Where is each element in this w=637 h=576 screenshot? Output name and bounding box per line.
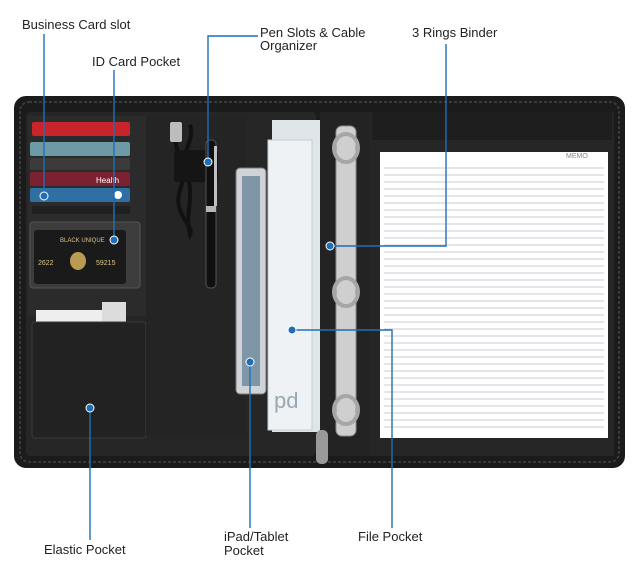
callout-lines bbox=[43, 34, 447, 540]
pen-ring bbox=[206, 206, 216, 212]
business-card-2 bbox=[102, 302, 126, 324]
card-dark bbox=[30, 158, 130, 170]
elastic-pocket-shape bbox=[31, 321, 147, 439]
dot-pen-slots bbox=[203, 157, 213, 167]
label-ipad-line2: Pocket bbox=[224, 543, 264, 558]
card-red bbox=[32, 122, 130, 136]
dot-business-card bbox=[39, 191, 49, 201]
ring-top bbox=[332, 132, 360, 164]
id-card-number-left: 2622 bbox=[38, 260, 54, 267]
card-health-text: Health bbox=[96, 176, 119, 185]
notepad-lines bbox=[384, 167, 604, 428]
label-id-card-pocket: ID Card Pocket bbox=[92, 54, 181, 69]
pen-body bbox=[205, 139, 217, 289]
tablet-screen bbox=[242, 176, 260, 386]
pad-strap bbox=[372, 112, 612, 140]
dot-id-card bbox=[109, 235, 119, 245]
label-business-card-slot: Business Card slot bbox=[22, 17, 131, 32]
ring-middle bbox=[332, 276, 360, 308]
usb-plug bbox=[170, 122, 182, 142]
label-rings-binder: 3 Rings Binder bbox=[412, 25, 498, 40]
file-text: pd bbox=[274, 388, 298, 413]
card-blue bbox=[30, 188, 130, 202]
label-file-pocket: File Pocket bbox=[358, 529, 423, 544]
callout-line-pen-slots bbox=[207, 35, 258, 160]
label-ipad-line1: iPad/Tablet bbox=[224, 529, 289, 544]
card-health bbox=[30, 172, 130, 186]
label-pen-slots-line2: Organizer bbox=[260, 38, 318, 53]
callout-line-file bbox=[292, 329, 393, 528]
document-front bbox=[267, 139, 313, 431]
id-card-number-right: 59215 bbox=[96, 260, 116, 267]
id-card-brand: BLACK UNIQUE bbox=[60, 238, 105, 244]
zipper-pull bbox=[316, 430, 328, 464]
card-teal bbox=[30, 142, 130, 156]
id-card-emblem bbox=[70, 252, 86, 270]
ring-bottom bbox=[332, 394, 360, 426]
card-stripe bbox=[32, 206, 130, 214]
callout-dots bbox=[39, 157, 335, 413]
pen-clip bbox=[214, 146, 217, 206]
dot-elastic bbox=[85, 403, 95, 413]
dot-ipad bbox=[245, 357, 255, 367]
dot-rings bbox=[325, 241, 335, 251]
card-blue-logo bbox=[114, 191, 122, 199]
notepad bbox=[380, 152, 608, 438]
callout-line-rings bbox=[330, 44, 447, 247]
dot-file bbox=[287, 325, 297, 335]
notepad-header: MEMO bbox=[566, 153, 588, 160]
label-pen-slots-line1: Pen Slots & Cable bbox=[260, 25, 366, 40]
label-elastic-pocket: Elastic Pocket bbox=[44, 542, 126, 557]
